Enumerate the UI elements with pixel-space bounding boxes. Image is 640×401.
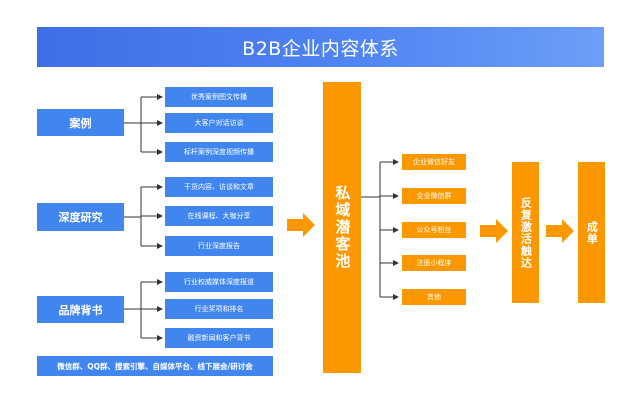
item-research-1: 干货内容、访谈和文章	[165, 177, 273, 197]
pool-item-2: 企业微信群	[402, 188, 466, 204]
arrow-to-activation	[480, 219, 508, 243]
private-pool-label: 私域潜客池	[333, 185, 352, 270]
activation-box: 反复激活触达	[512, 162, 539, 303]
private-pool: 私域潜客池	[323, 82, 361, 373]
pool-item-3: 公众号粉丝	[402, 222, 466, 238]
item-case-1: 优秀案例图文传播	[165, 87, 273, 107]
item-brand-3: 融资新闻和客户背书	[165, 328, 273, 348]
page-title: B2B企业内容体系	[37, 27, 604, 67]
item-brand-2: 行业奖项和排名	[165, 299, 273, 319]
category-case: 案例	[37, 109, 124, 136]
arrow-to-pool	[287, 213, 315, 237]
deal-box: 成单	[578, 162, 605, 303]
item-research-2: 在线课程、大咖分享	[165, 206, 273, 226]
arrow-to-deal	[546, 219, 574, 243]
item-case-3: 标杆案例深度视频传播	[165, 142, 273, 162]
item-brand-1: 行业权威媒体深度报道	[165, 272, 273, 292]
item-case-2: 大客户对话访谈	[165, 113, 273, 133]
pool-item-5: 其他	[402, 289, 466, 305]
channels-bar: 微信群、QQ群、搜索引擎、自媒体平台、线下展会/研讨会	[37, 356, 273, 376]
item-research-3: 行业深度报告	[165, 236, 273, 256]
deal-label: 成单	[585, 220, 599, 245]
pool-item-1: 企业微信好友	[402, 154, 466, 170]
category-research: 深度研究	[37, 203, 124, 231]
activation-label: 反复激活触达	[519, 196, 533, 269]
category-brand: 品牌背书	[37, 296, 124, 323]
pool-item-4: 注册小程序	[402, 255, 466, 271]
